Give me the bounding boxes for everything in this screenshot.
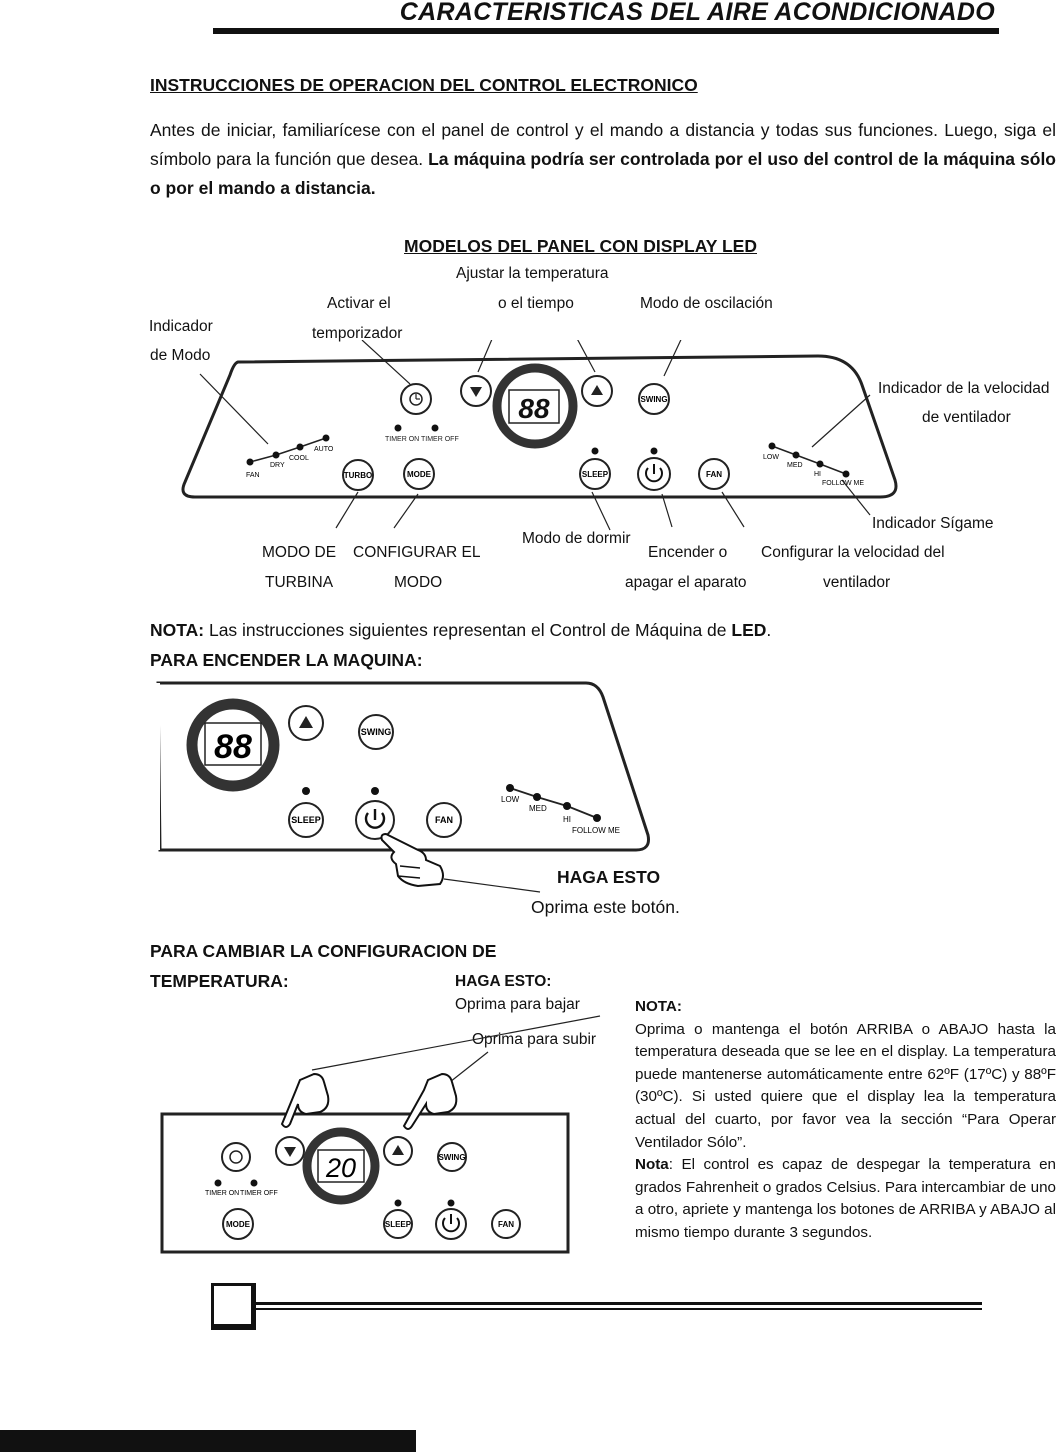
- callout-timer-line2: temporizador: [312, 325, 403, 342]
- bottom-bar: [0, 1430, 416, 1452]
- temp-do-this: HAGA ESTO:: [455, 973, 552, 990]
- pointing-hand-icon: [380, 832, 444, 888]
- clock-icon: [229, 1150, 243, 1164]
- temp-lower-label: Oprima para bajar: [455, 996, 580, 1013]
- turbo-label: TURBO: [344, 471, 372, 480]
- mode-label: MODE: [407, 470, 432, 479]
- note-text: Las instrucciones siguientes representan…: [204, 620, 732, 640]
- up-arrow-icon: [591, 385, 603, 395]
- callout-adjust-line1: Ajustar la temperatura: [456, 265, 609, 282]
- temperature-diagram: TIMER ON TIMER OFF 20 SWING MODE SLEEP F…: [160, 1015, 601, 1254]
- timer-off-label: TIMER OFF: [240, 1190, 278, 1197]
- speed-low-label: LOW: [763, 454, 779, 461]
- mode-fan-label: FAN: [246, 472, 260, 479]
- intro-bold-text: La máquina podría ser controlada por el …: [150, 149, 1056, 198]
- up-arrow-icon: [299, 716, 313, 728]
- down-arrow-icon: [470, 387, 482, 397]
- power-icon: [364, 812, 386, 829]
- mode-label: MODE: [226, 1220, 251, 1229]
- temp-heading-line2: TEMPERATURA:: [150, 971, 289, 991]
- footer-rule-thin: [255, 1308, 982, 1310]
- mode-auto-label: AUTO: [314, 446, 334, 453]
- callout-follow-me: Indicador Sígame: [872, 515, 994, 532]
- temp-note2-label: Nota: [635, 1156, 669, 1174]
- intro-text: Antes de iniciar, familiarícese con el p…: [150, 120, 1056, 169]
- temp-heading-line1: PARA CAMBIAR LA CONFIGURACION DE: [150, 941, 497, 961]
- callout-mode-indicator-line1: Indicador: [149, 318, 213, 335]
- follow-me-label: FOLLOW ME: [572, 826, 620, 835]
- temp-note-title: NOTA:: [635, 998, 682, 1015]
- callout-adjust-line2: o el tiempo: [498, 295, 574, 312]
- swing-label: SWING: [640, 395, 667, 404]
- callout-mode-line1: CONFIGURAR EL: [353, 544, 481, 561]
- callout-sleep: Modo de dormir: [522, 530, 631, 547]
- power-instruction: Oprima este botón.: [531, 897, 680, 917]
- speed-hi-label: HI: [563, 815, 571, 824]
- pointing-hand-icon: [402, 1072, 458, 1130]
- page-title: CARACTERISTICAS DEL AIRE ACONDICIONADO: [399, 0, 995, 26]
- callout-timer-line1: Activar el: [327, 295, 391, 312]
- page-number-box: [211, 1283, 256, 1330]
- callout-power-line2: apagar el aparato: [625, 574, 747, 591]
- note-led-bold: LED: [731, 620, 767, 640]
- power-on-heading: PARA ENCENDER LA MAQUINA:: [150, 650, 423, 670]
- callout-fan-speed-line1: Configurar la velocidad del: [761, 544, 945, 561]
- fan-label: FAN: [435, 815, 453, 825]
- speed-med-label: MED: [787, 462, 803, 469]
- note-text-end: .: [766, 620, 772, 640]
- power-icon: [442, 1217, 460, 1233]
- led-display: 88: [214, 728, 252, 766]
- callout-mode-indicator-line2: de Modo: [150, 347, 211, 364]
- pointing-hand-icon: [280, 1072, 330, 1128]
- fan-label: FAN: [706, 470, 722, 479]
- mode-cool-label: COOL: [289, 455, 309, 462]
- callout-turbo-line2: TURBINA: [265, 574, 334, 591]
- timer-on-label: TIMER ON: [385, 436, 419, 443]
- panel-figure-heading: MODELOS DEL PANEL CON DISPLAY LED: [404, 236, 757, 256]
- note-label: NOTA:: [150, 620, 205, 640]
- speed-low-label: LOW: [501, 795, 520, 804]
- callout-swing: Modo de oscilación: [640, 295, 773, 312]
- power-icon: [645, 467, 663, 483]
- temp-raise-label: Oprima para subir: [472, 1031, 597, 1048]
- led-display: 88: [518, 393, 550, 424]
- up-arrow-icon: [392, 1145, 404, 1155]
- swing-label: SWING: [361, 727, 392, 737]
- note-led: NOTA: Las instrucciones siguientes repre…: [150, 620, 771, 641]
- callout-mode-line2: MODO: [394, 574, 443, 591]
- speed-med-label: MED: [529, 804, 547, 813]
- callout-fan-speed-line2: ventilador: [823, 574, 891, 591]
- footer-rule: [255, 1302, 982, 1305]
- power-on-diagram: 88 SWING SLEEP FAN LOW MED HI FOLLOW ME: [156, 681, 650, 893]
- down-arrow-icon: [284, 1147, 296, 1157]
- swing-label: SWING: [438, 1153, 465, 1162]
- section-heading: INSTRUCCIONES DE OPERACION DEL CONTROL E…: [150, 75, 698, 95]
- intro-paragraph: Antes de iniciar, familiarícese con el p…: [150, 116, 1056, 203]
- callout-power-line1: Encender o: [648, 544, 728, 561]
- mode-dry-label: DRY: [270, 462, 285, 469]
- timer-off-label: TIMER OFF: [421, 436, 459, 443]
- temperature-note: NOTA: Oprima o mantenga el botón ARRIBA …: [635, 996, 1056, 1245]
- callout-speed-indicator-line1: Indicador de la velocidad: [878, 380, 1050, 397]
- temp-note-paragraph1: Oprima o mantenga el botón ARRIBA o ABAJ…: [635, 1020, 1056, 1151]
- sleep-label: SLEEP: [291, 815, 321, 825]
- led-display: 20: [325, 1153, 356, 1183]
- clock-icon: [409, 392, 423, 406]
- fan-label: FAN: [498, 1220, 514, 1229]
- header-rule: [213, 28, 999, 34]
- power-do-this: HAGA ESTO: [557, 867, 661, 887]
- callout-speed-indicator-line2: de ventilador: [922, 409, 1011, 426]
- led-panel-diagram: TIMER ON TIMER OFF 88 SWING FAN DRY COOL…: [181, 340, 898, 531]
- callout-turbo-line1: MODO DE: [262, 544, 337, 561]
- timer-on-label: TIMER ON: [205, 1190, 239, 1197]
- sleep-label: SLEEP: [385, 1220, 412, 1229]
- speed-hi-label: HI: [814, 471, 821, 478]
- follow-me-label: FOLLOW ME: [822, 480, 864, 487]
- temp-note-paragraph2: : El control es capaz de despegar la tem…: [635, 1156, 1056, 1241]
- sleep-label: SLEEP: [582, 470, 609, 479]
